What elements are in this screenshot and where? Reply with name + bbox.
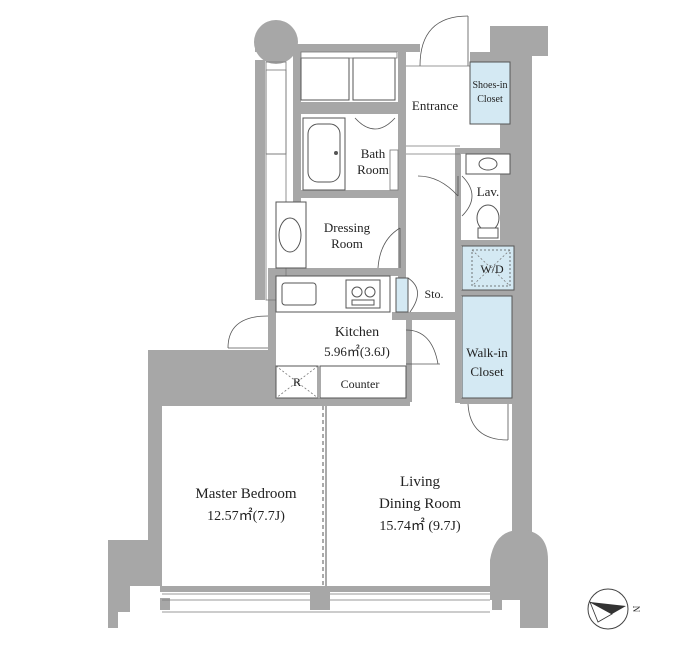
wall-upper-inner (293, 52, 301, 302)
cabinet-2 (352, 57, 396, 101)
entrance-door-arc (419, 15, 469, 67)
refrigerator-cross-2 (275, 365, 319, 399)
wall-right-lower (512, 296, 532, 536)
compass-needle (590, 602, 626, 614)
wall-core-top (470, 52, 500, 62)
washbasin (278, 217, 302, 253)
lavatory (461, 153, 511, 239)
wall-master-left (148, 404, 162, 542)
master-bedroom-label: Master Bedroom (195, 486, 297, 502)
wd-cross-1 (471, 249, 511, 287)
living-label-line2: Dining Room (379, 496, 461, 512)
wall-walkin-bottom (460, 398, 516, 404)
entrance-label: Entrance (412, 98, 458, 113)
left-shelf-upper (265, 61, 287, 155)
living-label-line1: Living (400, 474, 440, 490)
wall-bottom-left (160, 586, 310, 592)
bath-label-line2: Room (357, 162, 389, 177)
corridor-door-arc (417, 175, 459, 197)
dressing-room (275, 201, 401, 269)
grill (351, 299, 375, 306)
toilet-bowl (476, 204, 500, 232)
bath-door-arc (354, 117, 396, 130)
dressing-door-arc (377, 227, 401, 269)
windows (162, 593, 490, 613)
burner-2 (364, 286, 376, 298)
mullion-center (310, 586, 330, 610)
washer-dryer (461, 245, 515, 291)
column-bottom-right (490, 530, 548, 628)
counter (319, 365, 407, 399)
storage-door-arc (407, 277, 418, 313)
wall-upper-left (255, 60, 265, 300)
bath-room (302, 117, 399, 191)
walkin-label-line2: Closet (470, 364, 504, 379)
wall-bath-dressing (301, 190, 398, 198)
wall-lav-top (460, 148, 516, 154)
walkin-label-line1: Walk-in (466, 345, 508, 360)
sash-left (160, 598, 170, 610)
cabinet-top-rail (300, 51, 398, 59)
wall-wd-bottom (460, 290, 516, 296)
bath-door (389, 149, 399, 191)
wd-cross-2 (471, 249, 511, 287)
lav-door-arc (461, 175, 473, 217)
kitchen-area: 5.96㎡(3.6J) (324, 344, 390, 359)
compass: N (587, 588, 641, 630)
wall-cabinets-bottom (293, 102, 405, 114)
living-area: 15.74㎡ (9.7J) (379, 518, 461, 534)
wall-bottom-right (330, 586, 490, 592)
kitchen-sink (281, 282, 317, 306)
wd-machine (471, 249, 511, 287)
burner-1 (351, 286, 363, 298)
column-top-left (254, 20, 298, 64)
wall-storage-bottom (392, 312, 458, 320)
cabinet-1 (300, 57, 350, 101)
walkin-closet-door-arc (467, 403, 509, 441)
bath-label-line1: Bath (361, 146, 386, 161)
counter-label: Counter (341, 377, 380, 391)
wall-bath-right (398, 52, 406, 312)
walkin-closet (461, 295, 513, 441)
refrigerator-label: R (293, 375, 301, 389)
kitchen-label: Kitchen (335, 325, 379, 340)
storage (395, 277, 418, 313)
wall-upper-top (255, 44, 420, 52)
bathtub-basin (307, 123, 341, 183)
column-bottom-left (108, 540, 162, 628)
walkin-door-arc (405, 329, 439, 365)
sash-right (492, 598, 502, 610)
kitchen-door-arc (227, 315, 269, 349)
wd-area (461, 245, 515, 291)
master-bedroom-area: 12.57㎡(7.7J) (207, 508, 285, 524)
refrigerator-cross-1 (275, 365, 319, 399)
shoes-closet (469, 61, 511, 125)
wall-kitchen-right (406, 312, 412, 402)
dressing-label-line1: Dressing (324, 220, 371, 235)
wall-master-top (148, 398, 410, 406)
wall-master-top-left (148, 350, 268, 404)
kitchen (227, 275, 440, 399)
toilet-tank (477, 227, 499, 239)
shoes-closet-label-line2: Closet (477, 94, 503, 105)
storage-label: Sto. (424, 287, 443, 301)
lav-label: Lav. (477, 184, 500, 199)
wall-kitchen-left (268, 276, 276, 400)
bathtub-drain (334, 151, 338, 155)
compass-needle-tail (589, 601, 613, 623)
wall-core-left (455, 148, 461, 403)
entrance (406, 15, 470, 197)
wd-label: W/D (480, 262, 504, 276)
walkin-closet-area (461, 295, 513, 399)
lav-sink (478, 157, 498, 171)
dressing-label-line2: Room (331, 236, 363, 251)
compass-north-label: N (631, 606, 641, 613)
wall-lav-bottom (460, 240, 516, 246)
storage-cabinet (395, 277, 409, 313)
wall-dressing-bottom (268, 268, 398, 276)
shoes-closet-label-line1: Shoes-in (473, 80, 508, 91)
balcony-lines (265, 51, 398, 301)
